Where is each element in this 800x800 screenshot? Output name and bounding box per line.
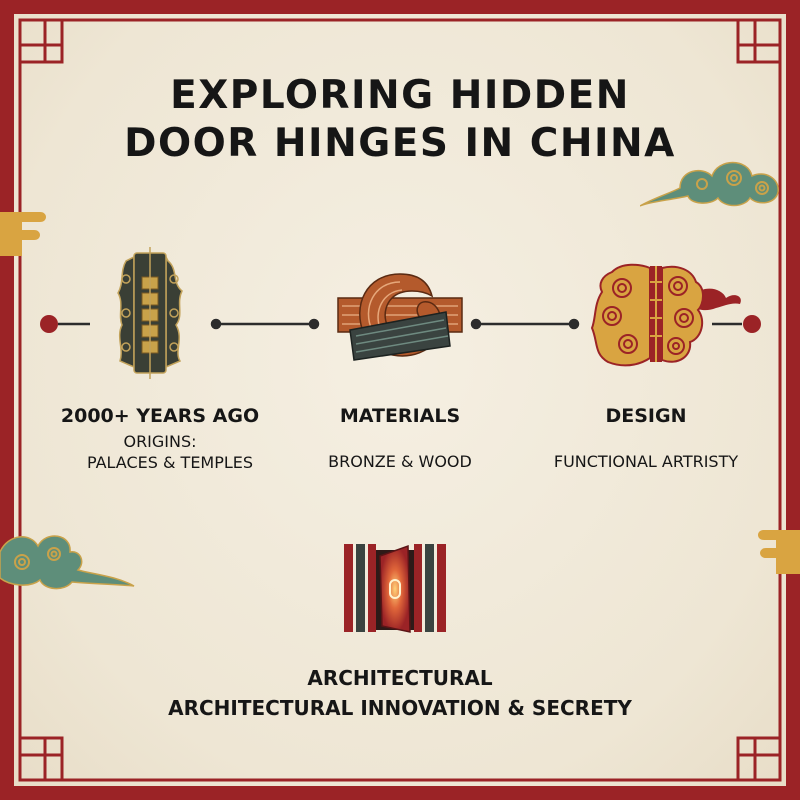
cloud-scroll-hinge-icon	[590, 263, 741, 367]
gold-scroll-right-icon	[758, 530, 800, 574]
cloud-bottom-left-icon	[0, 535, 135, 590]
timeline-connector	[40, 315, 761, 333]
timeline-1-subtitle-line-1: ORIGINS:	[123, 432, 197, 451]
ornate-bronze-hinge-icon	[117, 247, 183, 379]
gold-scroll-left-icon	[0, 212, 46, 256]
timeline-3-heading: DESIGN	[605, 405, 687, 427]
title-line-1: EXPLORING HIDDEN	[170, 73, 630, 118]
timeline-2-heading: MATERIALS	[339, 405, 461, 427]
footer-line-2: ARCHITECTURAL INNOVATION & SECRETY	[168, 696, 632, 720]
timeline-2-subtitle: BRONZE & WOOD	[328, 452, 472, 471]
cloud-top-right-icon	[640, 161, 779, 207]
timeline-1-heading: 2000+ YEARS AGO	[60, 405, 260, 427]
timeline-3-subtitle: FUNCTIONAL ARTRISTY	[553, 452, 739, 471]
footer-line-1: ARCHITECTURAL	[307, 666, 493, 690]
timeline-1-subtitle-line-2: PALACES & TEMPLES	[86, 453, 254, 472]
page-title: EXPLORING HIDDEN DOOR HINGES IN CHINA	[0, 72, 800, 168]
bronze-wood-knot-icon	[337, 273, 463, 361]
title-line-2: DOOR HINGES IN CHINA	[124, 121, 676, 166]
hidden-door-icon	[344, 544, 446, 633]
